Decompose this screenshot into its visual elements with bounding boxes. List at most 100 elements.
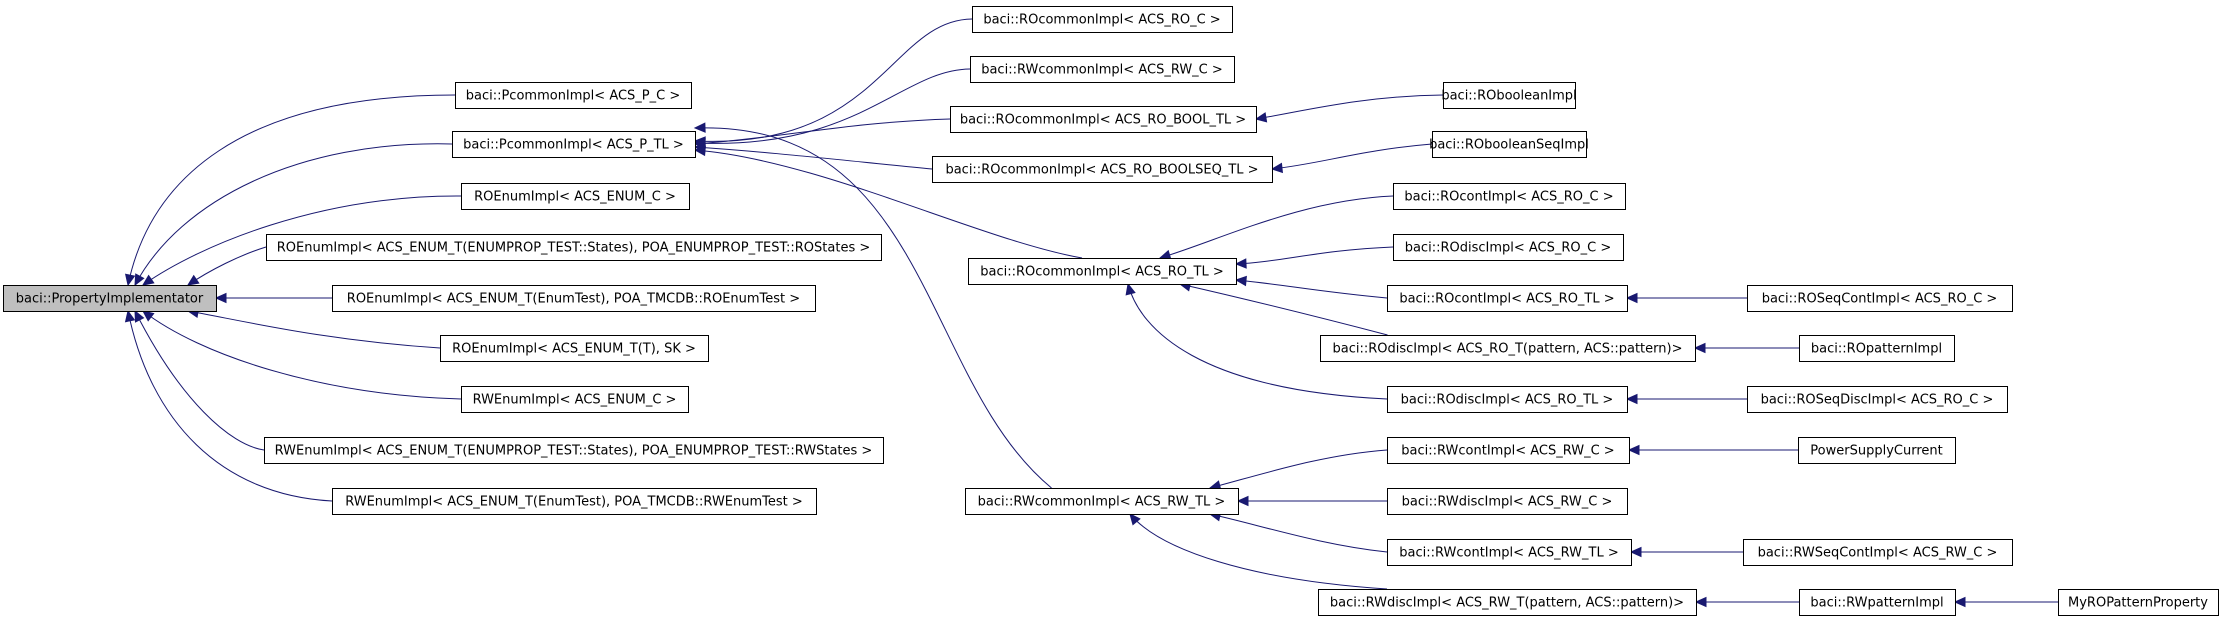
class-node-rwcont_rw_tl[interactable]: baci::RWcontImpl< ACS_RW_TL >: [1387, 539, 1632, 566]
class-node-box[interactable]: [3, 285, 217, 312]
class-node-myropattern[interactable]: MyROPatternProperty: [2058, 589, 2219, 616]
class-node-box[interactable]: [1798, 437, 1956, 464]
edge-rwdisc_pattern-to-rwcommon_rw_tl: [1129, 513, 1388, 590]
edge-pcommon_p_c-to-root: [127, 94, 456, 286]
class-node-box[interactable]: [332, 285, 816, 312]
class-node-box[interactable]: [932, 156, 1273, 183]
arrowhead-roenum_enumprop-to-root: [186, 274, 200, 286]
class-node-box[interactable]: [1799, 335, 1955, 362]
class-node-box[interactable]: [266, 234, 882, 261]
class-node-rodisc_ro_c[interactable]: baci::ROdiscImpl< ACS_RO_C >: [1393, 234, 1624, 261]
class-node-box[interactable]: [1318, 589, 1697, 616]
arrowhead-rwenum_enum_c-to-root: [142, 310, 155, 322]
class-node-box[interactable]: [1393, 234, 1624, 261]
class-node-rocommon_bool_tl[interactable]: baci::ROcommonImpl< ACS_RO_BOOL_TL >: [950, 106, 1257, 133]
class-node-box[interactable]: [1393, 183, 1626, 210]
class-node-pcommon_p_tl[interactable]: baci::PcommonImpl< ACS_P_TL >: [452, 131, 696, 158]
arrowhead-myropattern-to-rwpattern: [1953, 596, 1966, 608]
class-node-roenum_enum_c[interactable]: ROEnumImpl< ACS_ENUM_C >: [461, 183, 690, 210]
class-node-box[interactable]: [1743, 539, 2013, 566]
class-node-box[interactable]: [1387, 285, 1628, 312]
class-node-ropattern[interactable]: baci::ROpatternImpl: [1799, 335, 1955, 362]
class-node-rodisc_pattern[interactable]: baci::ROdiscImpl< ACS_RO_T(pattern, ACS:…: [1320, 335, 1696, 362]
class-node-box[interactable]: [1799, 589, 1956, 616]
class-node-box[interactable]: [461, 386, 689, 413]
class-node-box[interactable]: [968, 258, 1237, 285]
class-node-label: baci::RWcontImpl< ACS_RW_C >: [1401, 444, 1614, 459]
class-node-label: baci::RWSeqContImpl< ACS_RW_C >: [1758, 546, 1998, 561]
class-node-roenum_t_sk[interactable]: ROEnumImpl< ACS_ENUM_T(T), SK >: [440, 335, 709, 362]
class-node-box[interactable]: [1320, 335, 1696, 362]
class-node-box[interactable]: [1747, 285, 2013, 312]
class-node-label: ROEnumImpl< ACS_ENUM_T(ENUMPROP_TEST::St…: [277, 241, 871, 256]
class-node-rwenum_enum_c[interactable]: RWEnumImpl< ACS_ENUM_C >: [461, 386, 689, 413]
class-node-box[interactable]: [461, 183, 690, 210]
class-node-box[interactable]: [455, 82, 692, 109]
edge-roenum_enum_c-to-root: [142, 195, 462, 286]
class-node-box[interactable]: [950, 106, 1257, 133]
class-node-box[interactable]: [332, 488, 817, 515]
class-node-rwcont_rw_c[interactable]: baci::RWcontImpl< ACS_RW_C >: [1387, 437, 1630, 464]
class-node-box[interactable]: [965, 488, 1239, 515]
arrowhead-rwdisc_pattern-to-rwcommon_rw_tl: [1129, 513, 1141, 526]
edge-rwenum_enum_c-to-root: [142, 310, 462, 400]
class-node-rwdisc_rw_c[interactable]: baci::RWdiscImpl< ACS_RW_C >: [1387, 488, 1628, 515]
edge-rwcont_rw_c-to-rwcommon_rw_tl: [1209, 449, 1388, 489]
class-node-root[interactable]: baci::PropertyImplementator: [3, 285, 217, 312]
class-node-roseqdisc[interactable]: baci::ROSeqDiscImpl< ACS_RO_C >: [1747, 386, 2008, 413]
arrowhead-rwcommon_rw_tl-to-pcommon_p_tl: [693, 122, 706, 133]
class-node-box[interactable]: [1432, 131, 1587, 158]
class-node-label: RWEnumImpl< ACS_ENUM_C >: [473, 393, 677, 408]
edge-rocommon_boolseq_tl-to-pcommon_p_tl: [694, 146, 933, 170]
class-node-pcommon_p_c[interactable]: baci::PcommonImpl< ACS_P_C >: [455, 82, 692, 109]
class-node-box[interactable]: [2058, 589, 2219, 616]
class-node-rocont_ro_tl[interactable]: baci::ROcontImpl< ACS_RO_TL >: [1387, 285, 1628, 312]
class-node-rocommon_boolseq_tl[interactable]: baci::ROcommonImpl< ACS_RO_BOOLSEQ_TL >: [932, 156, 1273, 183]
class-node-label: ROEnumImpl< ACS_ENUM_C >: [474, 190, 676, 205]
class-node-label: RWEnumImpl< ACS_ENUM_T(EnumTest), POA_TM…: [345, 495, 803, 510]
class-node-roenum_tmcdb[interactable]: ROEnumImpl< ACS_ENUM_T(EnumTest), POA_TM…: [332, 285, 816, 312]
class-node-rwcommon_rw_tl[interactable]: baci::RWcommonImpl< ACS_RW_TL >: [965, 488, 1239, 515]
class-node-label: baci::ROcommonImpl< ACS_RO_C >: [983, 13, 1220, 28]
class-node-rwenum_tmcdb[interactable]: RWEnumImpl< ACS_ENUM_T(EnumTest), POA_TM…: [332, 488, 817, 515]
class-node-roboolean[interactable]: baci::RObooleanImpl: [1441, 82, 1577, 109]
edge-rwenum_tmcdb-to-root: [127, 310, 333, 502]
class-node-rwdisc_pattern[interactable]: baci::RWdiscImpl< ACS_RW_T(pattern, ACS:…: [1318, 589, 1697, 616]
class-node-box[interactable]: [1387, 488, 1628, 515]
class-node-box[interactable]: [1747, 386, 2008, 413]
arrowhead-roseqcont-to-rocont_ro_tl: [1625, 292, 1638, 304]
class-node-label: baci::ROSeqDiscImpl< ACS_RO_C >: [1761, 393, 1994, 408]
class-node-robooleanseq[interactable]: baci::RObooleanSeqImpl: [1429, 131, 1589, 158]
class-node-rodisc_ro_tl[interactable]: baci::ROdiscImpl< ACS_RO_TL >: [1387, 386, 1628, 413]
class-node-rwseqcont[interactable]: baci::RWSeqContImpl< ACS_RW_C >: [1743, 539, 2013, 566]
class-node-rwcommon_rw_c[interactable]: baci::RWcommonImpl< ACS_RW_C >: [970, 56, 1235, 83]
edge-rwcommon_rw_tl-to-pcommon_p_tl: [694, 127, 1052, 489]
arrowhead-rwseqcont-to-rwcont_rw_tl: [1629, 546, 1642, 558]
class-node-box[interactable]: [972, 6, 1233, 33]
class-node-box[interactable]: [970, 56, 1235, 83]
class-node-box[interactable]: [1387, 539, 1632, 566]
class-node-rwenum_enumprop[interactable]: RWEnumImpl< ACS_ENUM_T(ENUMPROP_TEST::St…: [264, 437, 884, 464]
edge-rocommon_ro_c-to-pcommon_p_tl: [694, 18, 973, 142]
class-node-roseqcont[interactable]: baci::ROSeqContImpl< ACS_RO_C >: [1747, 285, 2013, 312]
class-node-box[interactable]: [1387, 437, 1630, 464]
class-node-rocont_ro_c[interactable]: baci::ROcontImpl< ACS_RO_C >: [1393, 183, 1626, 210]
class-node-box[interactable]: [1387, 386, 1628, 413]
arrowhead-rwenum_tmcdb-to-root: [124, 309, 136, 323]
class-node-label: ROEnumImpl< ACS_ENUM_T(T), SK >: [452, 342, 696, 357]
class-node-rocommon_ro_tl[interactable]: baci::ROcommonImpl< ACS_RO_TL >: [968, 258, 1237, 285]
class-node-rocommon_ro_c[interactable]: baci::ROcommonImpl< ACS_RO_C >: [972, 6, 1233, 33]
arrowhead-powersupply-to-rwcont_rw_c: [1627, 444, 1640, 456]
arrowhead-pcommon_p_tl-to-root: [134, 273, 145, 287]
arrowhead-robooleanseq-to-rocommon_boolseq_tl: [1270, 162, 1283, 174]
class-node-box[interactable]: [1443, 82, 1576, 109]
edge-rwcommon_rw_c-to-pcommon_p_tl: [694, 68, 971, 144]
class-node-box[interactable]: [440, 335, 709, 362]
class-node-box[interactable]: [264, 437, 884, 464]
class-node-rwpattern[interactable]: baci::RWpatternImpl: [1799, 589, 1956, 616]
class-node-powersupply[interactable]: PowerSupplyCurrent: [1798, 437, 1956, 464]
class-node-roenum_enumprop[interactable]: ROEnumImpl< ACS_ENUM_T(ENUMPROP_TEST::St…: [266, 234, 882, 261]
class-node-label: baci::RObooleanSeqImpl: [1429, 138, 1589, 153]
class-node-box[interactable]: [452, 131, 696, 158]
